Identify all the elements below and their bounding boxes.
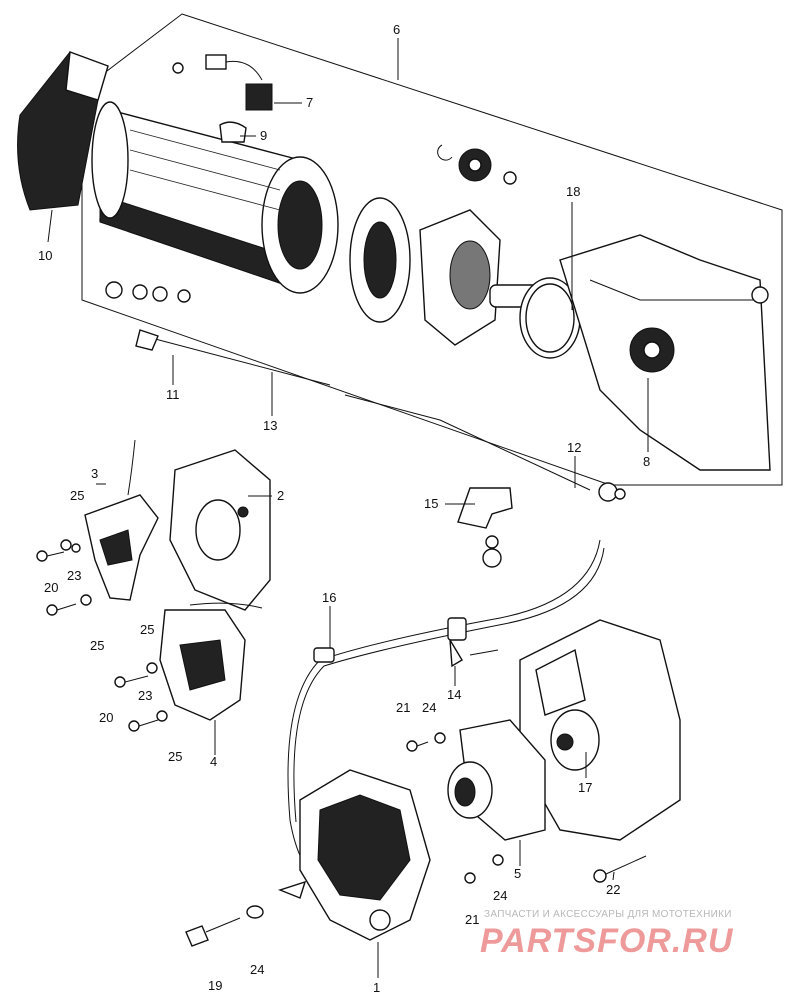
callout-18: 18 xyxy=(566,184,580,199)
starter-sprocket xyxy=(629,327,675,373)
starter-cables xyxy=(135,329,626,502)
callout-11: 11 xyxy=(166,387,180,402)
callout-24-a: 24 xyxy=(422,700,436,715)
ignition-pulse-generator xyxy=(277,769,431,941)
callout-5: 5 xyxy=(514,866,521,881)
callout-25-b: 25 xyxy=(90,638,104,653)
callout-25-d: 25 xyxy=(168,749,182,764)
spark-advancer xyxy=(447,719,546,841)
callout-20-a: 20 xyxy=(44,580,58,595)
callout-7: 7 xyxy=(306,95,313,110)
callout-9: 9 xyxy=(260,128,267,143)
fastener-set-right xyxy=(185,732,647,947)
bracket xyxy=(457,487,513,568)
callout-21-b: 21 xyxy=(465,912,479,927)
callout-25-c: 25 xyxy=(140,622,154,637)
brush-holder xyxy=(172,54,273,143)
callout-23-b: 23 xyxy=(138,688,152,703)
callout-19: 19 xyxy=(208,978,222,993)
callout-8: 8 xyxy=(643,454,650,469)
callout-6: 6 xyxy=(393,22,400,37)
contact-breaker-lower xyxy=(159,602,263,721)
callout-1: 1 xyxy=(373,980,380,995)
starter-motor-body xyxy=(91,101,339,294)
idle-gear xyxy=(437,144,517,185)
crankcase-cover xyxy=(519,619,681,841)
callout-13: 13 xyxy=(263,418,277,433)
callout-20-b: 20 xyxy=(99,710,113,725)
watermark-tagline: ЗАПЧАСТИ И АКСЕССУАРЫ ДЛЯ МОТОТЕХНИКИ xyxy=(484,909,732,920)
contact-breaker-upper xyxy=(84,439,159,601)
fastener-set-left xyxy=(36,539,168,732)
contact-breaker-base-plate xyxy=(169,449,271,611)
starter-end-cover xyxy=(17,51,109,211)
callout-17: 17 xyxy=(578,780,592,795)
callout-14: 14 xyxy=(447,687,461,702)
callout-12: 12 xyxy=(567,440,581,455)
callout-25-a: 25 xyxy=(70,488,84,503)
nut-washer-set xyxy=(105,281,191,303)
wire-harness xyxy=(287,539,605,901)
callout-2: 2 xyxy=(277,488,284,503)
watermark-brand: PARTSFOR.RU xyxy=(480,922,734,960)
callout-16: 16 xyxy=(322,590,336,605)
callout-23-a: 23 xyxy=(67,568,81,583)
callout-24-b: 24 xyxy=(493,888,507,903)
leader-lines xyxy=(47,38,649,978)
callout-24-c: 24 xyxy=(250,962,264,977)
callout-3: 3 xyxy=(91,466,98,481)
callout-21-a: 21 xyxy=(396,700,410,715)
callout-10: 10 xyxy=(38,248,52,263)
callout-15: 15 xyxy=(424,496,438,511)
gear-housing xyxy=(349,197,581,359)
callout-4: 4 xyxy=(210,754,217,769)
callout-22: 22 xyxy=(606,882,620,897)
